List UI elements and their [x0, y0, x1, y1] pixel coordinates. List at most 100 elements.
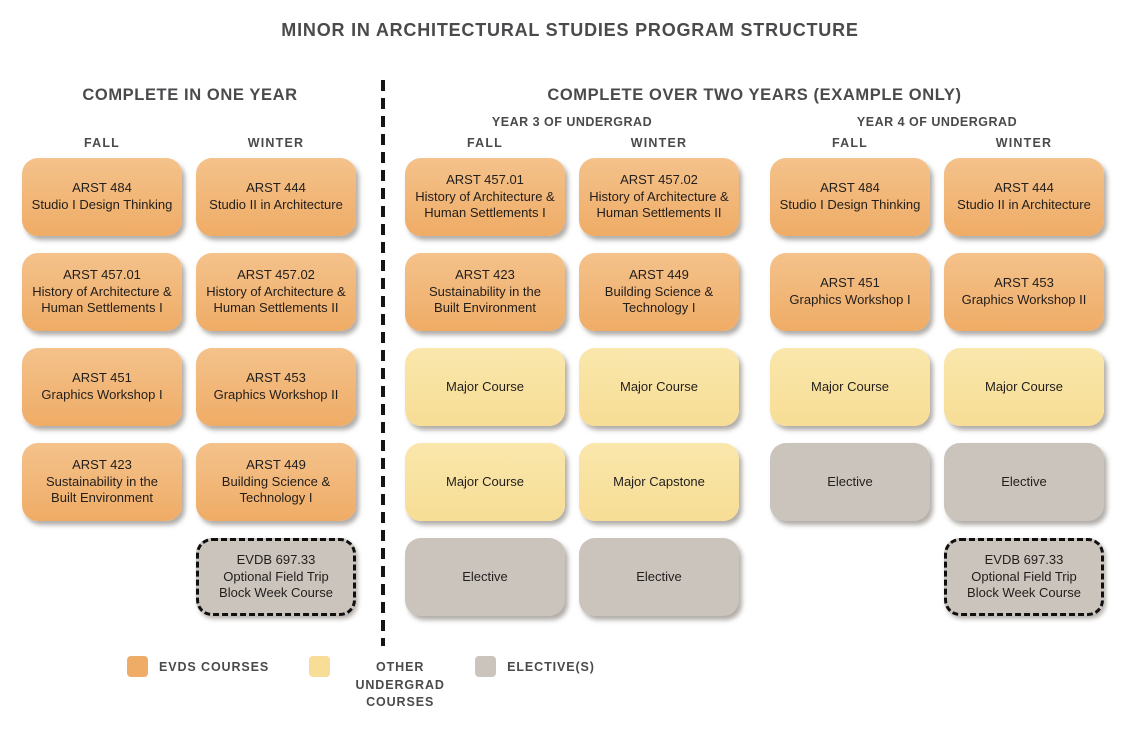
- card-line: Human Settlements II: [596, 205, 722, 221]
- card-line: ARST 451: [72, 370, 132, 386]
- card-line: ARST 457.02: [620, 172, 698, 188]
- card-line: Elective: [462, 568, 508, 584]
- card-line: Human Settlements I: [424, 205, 546, 221]
- card-line: ARST 457.01: [63, 267, 141, 283]
- elective-swatch-icon: [475, 656, 497, 677]
- card-line: Major Course: [445, 473, 525, 489]
- course-card: Major Course: [405, 348, 565, 426]
- card-line: ARST 444: [994, 180, 1054, 196]
- card-line: Major Course: [445, 378, 525, 394]
- card-line: Technology I: [622, 300, 696, 316]
- year-label: [22, 115, 356, 134]
- card-line: Building Science &: [604, 283, 714, 299]
- card-line: Elective: [827, 473, 873, 489]
- column-header-fall: FALL: [83, 136, 121, 150]
- card-line: Graphics Workshop II: [213, 387, 339, 402]
- card-line: Optional Field Trip: [971, 568, 1077, 584]
- page-title: MINOR IN ARCHITECTURAL STUDIES PROGRAM S…: [281, 20, 859, 40]
- card-line: Major Course: [810, 378, 890, 394]
- card-line: ARST 484: [820, 180, 880, 196]
- course-card: Major Course: [405, 443, 565, 521]
- card-line: ARST 423: [72, 457, 132, 473]
- course-card: Elective: [579, 538, 739, 616]
- legend-item-elective: ELECTIVE(S): [475, 656, 595, 677]
- legend-label: EVDS COURSES: [159, 660, 270, 674]
- card-line: Elective: [636, 568, 682, 584]
- card-line: EVDB 697.33: [236, 552, 316, 568]
- course-card: Major Course: [579, 348, 739, 426]
- card-line: Graphics Workshop I: [41, 387, 163, 402]
- card-line: ARST 449: [246, 457, 306, 473]
- card-line: History of Architecture &: [415, 188, 555, 204]
- year-label-year4: YEAR 4 OF UNDERGRAD: [856, 115, 1018, 129]
- card-line: History of Architecture &: [206, 283, 346, 299]
- card-line: Elective: [1001, 473, 1047, 489]
- card-line: Major Course: [619, 378, 699, 394]
- card-line: History of Architecture &: [32, 283, 172, 299]
- course-card: Elective: [405, 538, 565, 616]
- year-label-year3: YEAR 3 OF UNDERGRAD: [491, 115, 653, 129]
- card-line: Studio II in Architecture: [957, 197, 1091, 212]
- card-line: ARST 484: [72, 180, 132, 196]
- card-line: Block Week Course: [967, 585, 1081, 601]
- card-line: Block Week Course: [219, 585, 333, 601]
- course-card: Major Capstone: [579, 443, 739, 521]
- card-line: Graphics Workshop I: [789, 292, 911, 307]
- card-line: Optional Field Trip: [223, 568, 329, 584]
- column-header-fall: FALL: [831, 136, 869, 150]
- course-card: Elective: [944, 443, 1104, 521]
- card-line: Sustainability in the: [45, 473, 158, 489]
- dashed-divider: [381, 80, 385, 646]
- card-line: Building Science &: [221, 473, 331, 489]
- course-card: Major Course: [770, 348, 930, 426]
- legend: EVDS COURSES OTHER UNDERGRAD COURSES ELE…: [127, 656, 595, 712]
- column-header-winter: WINTER: [630, 136, 688, 150]
- other-undergrad-swatch-icon: [309, 656, 331, 677]
- card-line: ARST 457.01: [446, 172, 524, 188]
- section-title: COMPLETE OVER TWO YEARS (EXAMPLE ONLY): [547, 86, 962, 104]
- card-line: Studio II in Architecture: [209, 197, 343, 212]
- card-line: Human Settlements II: [213, 300, 339, 316]
- card-line: Human Settlements I: [41, 300, 163, 316]
- card-line: ARST 449: [629, 267, 689, 283]
- card-line: ARST 453: [994, 275, 1054, 291]
- column-header-winter: WINTER: [995, 136, 1053, 150]
- legend-label: ELECTIVE(S): [507, 660, 595, 674]
- course-card: Major Course: [944, 348, 1104, 426]
- section-title: COMPLETE IN ONE YEAR: [82, 86, 298, 104]
- card-line: Major Course: [984, 378, 1064, 394]
- card-line: Graphics Workshop II: [961, 292, 1087, 307]
- card-line: ARST 444: [246, 180, 306, 196]
